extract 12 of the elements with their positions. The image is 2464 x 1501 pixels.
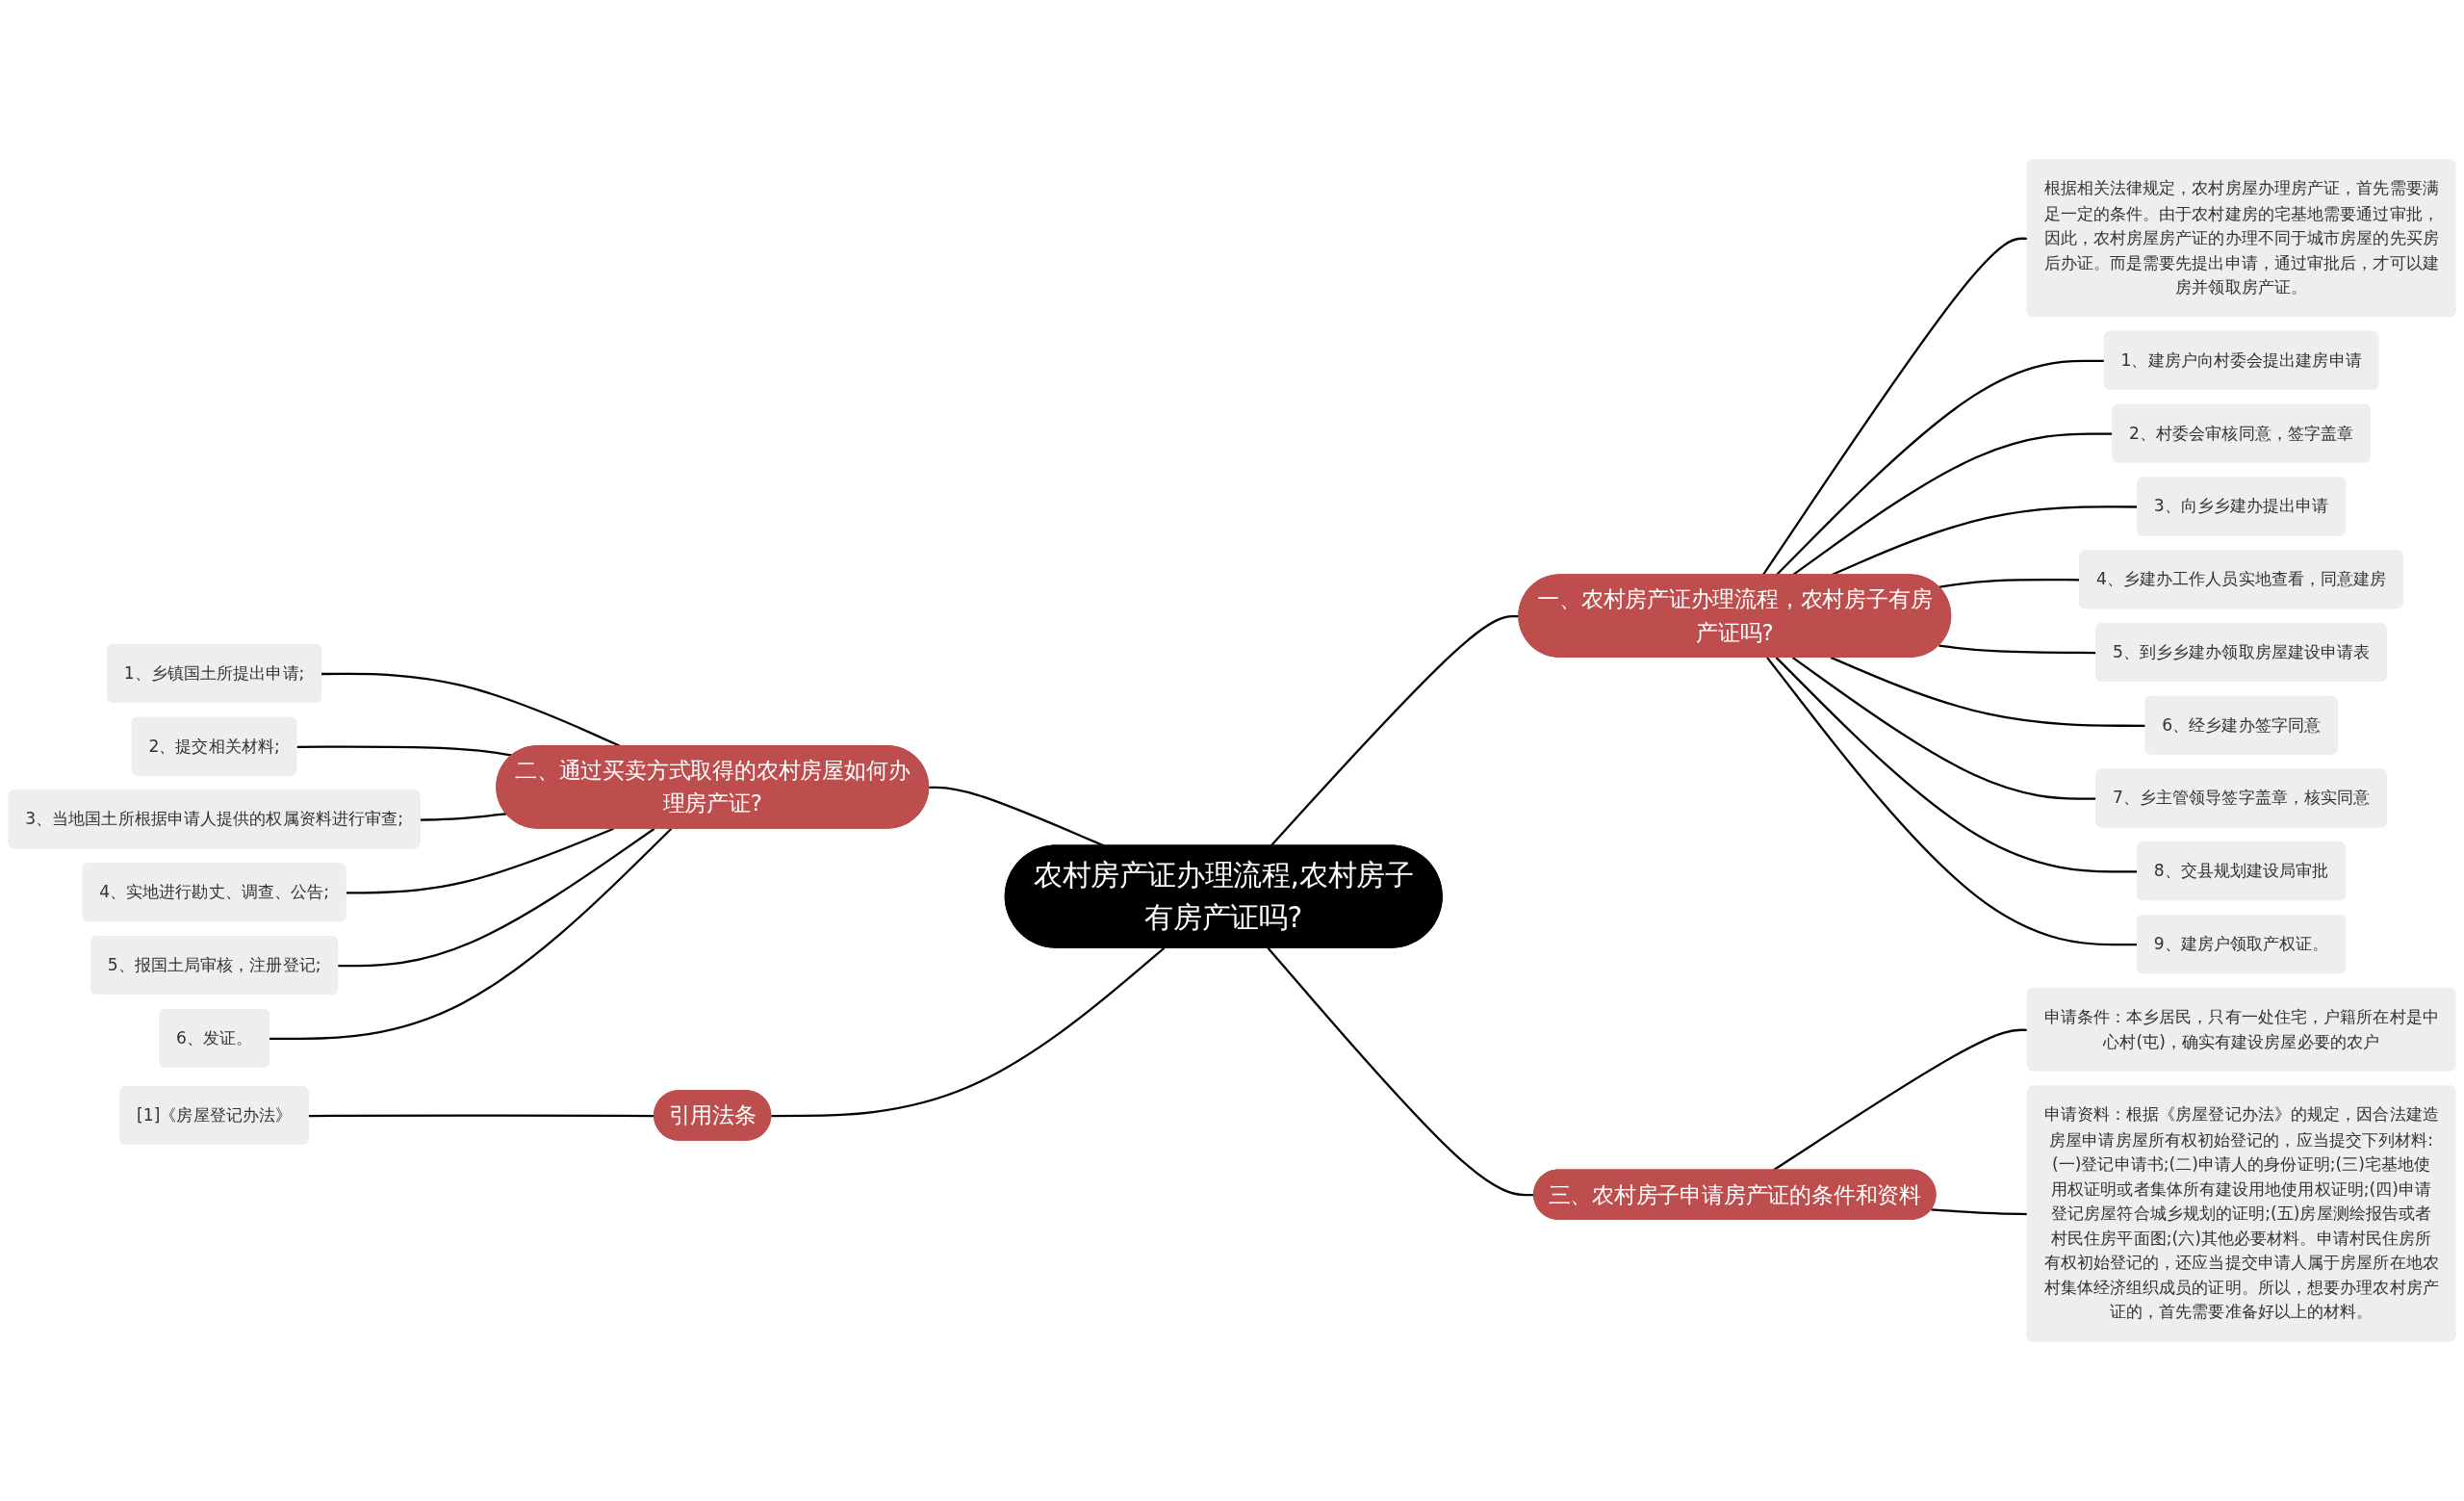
connector [929,786,1105,847]
connector [1772,1028,2028,1172]
connector [269,827,673,1041]
connector [296,745,513,757]
connector [1931,1208,2028,1216]
connector [1270,614,1520,847]
connector [1267,946,1535,1197]
connector [1830,656,2146,727]
connector [346,827,614,894]
connector [420,813,507,821]
connector [771,946,1166,1118]
connector [338,827,655,968]
